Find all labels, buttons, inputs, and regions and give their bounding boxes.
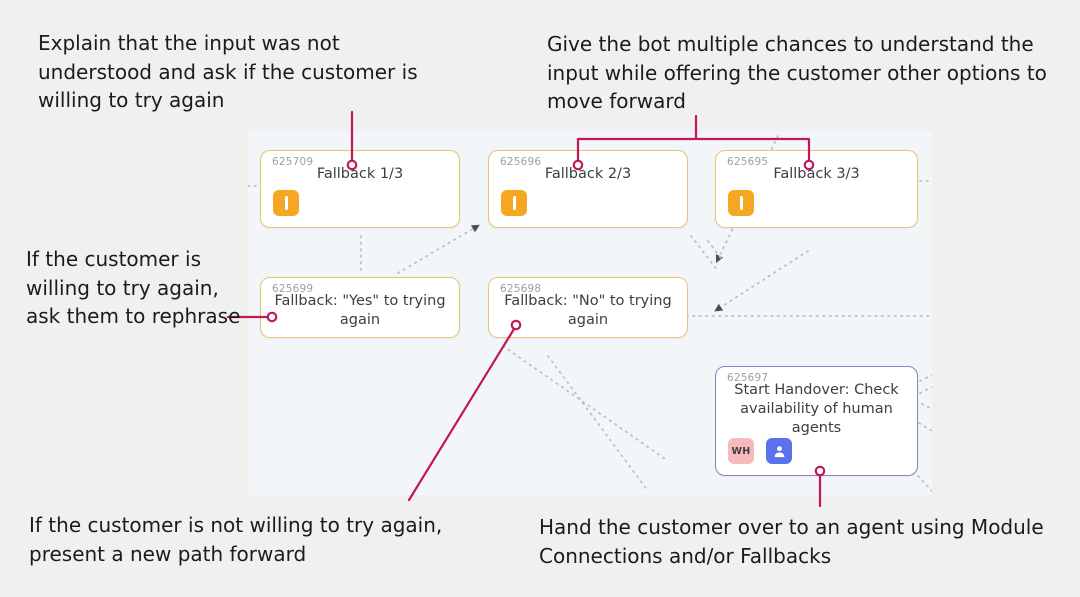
node-fallback-no[interactable]: 625698 Fallback: "No" to trying again [488,277,688,338]
node-fallback-2[interactable]: 625696 Fallback 2/3 [488,150,688,228]
annotation-multiple-chances: Give the bot multiple chances to underst… [547,32,1047,113]
wh-badge[interactable]: WH [728,438,754,464]
node-id: 625709 [272,156,314,168]
node-title: Fallback: "No" to trying again [504,293,672,328]
node-badges [728,190,754,216]
agent-icon[interactable] [766,438,792,464]
node-title: Fallback 3/3 [773,166,860,182]
node-title: Fallback 2/3 [544,166,632,182]
flow-canvas[interactable]: 625709 Fallback 1/3 625696 Fallback 2/3 … [248,131,932,495]
node-start-handover[interactable]: 625697 Start Handover: Check availabilit… [715,366,918,476]
node-id: 625695 [727,156,769,168]
annotation-willing-rephrase: If the customer is willing to try again,… [26,247,241,328]
annotation-handover-to-agent: Hand the customer over to an agent using… [539,515,1044,568]
node-badges: WH [728,438,792,464]
node-fallback-yes[interactable]: 625699 Fallback: "Yes" to trying again [260,277,460,338]
annotation-explain-input-not-understood: Explain that the input was not understoo… [38,31,418,112]
node-id: 625696 [500,156,542,168]
node-badges [501,190,527,216]
node-title: Start Handover: Check availability of hu… [734,382,899,436]
warning-icon[interactable] [501,190,527,216]
node-id: 625698 [500,283,542,295]
warning-icon[interactable] [728,190,754,216]
node-id: 625699 [272,283,314,295]
annotation-not-willing-new-path: If the customer is not willing to try ag… [29,513,443,566]
warning-icon[interactable] [273,190,299,216]
node-title: Fallback: "Yes" to trying again [274,293,446,328]
node-title: Fallback 1/3 [316,166,404,182]
node-id: 625697 [727,372,769,384]
node-fallback-3[interactable]: 625695 Fallback 3/3 [715,150,918,228]
node-fallback-1[interactable]: 625709 Fallback 1/3 [260,150,460,228]
node-badges [273,190,299,216]
